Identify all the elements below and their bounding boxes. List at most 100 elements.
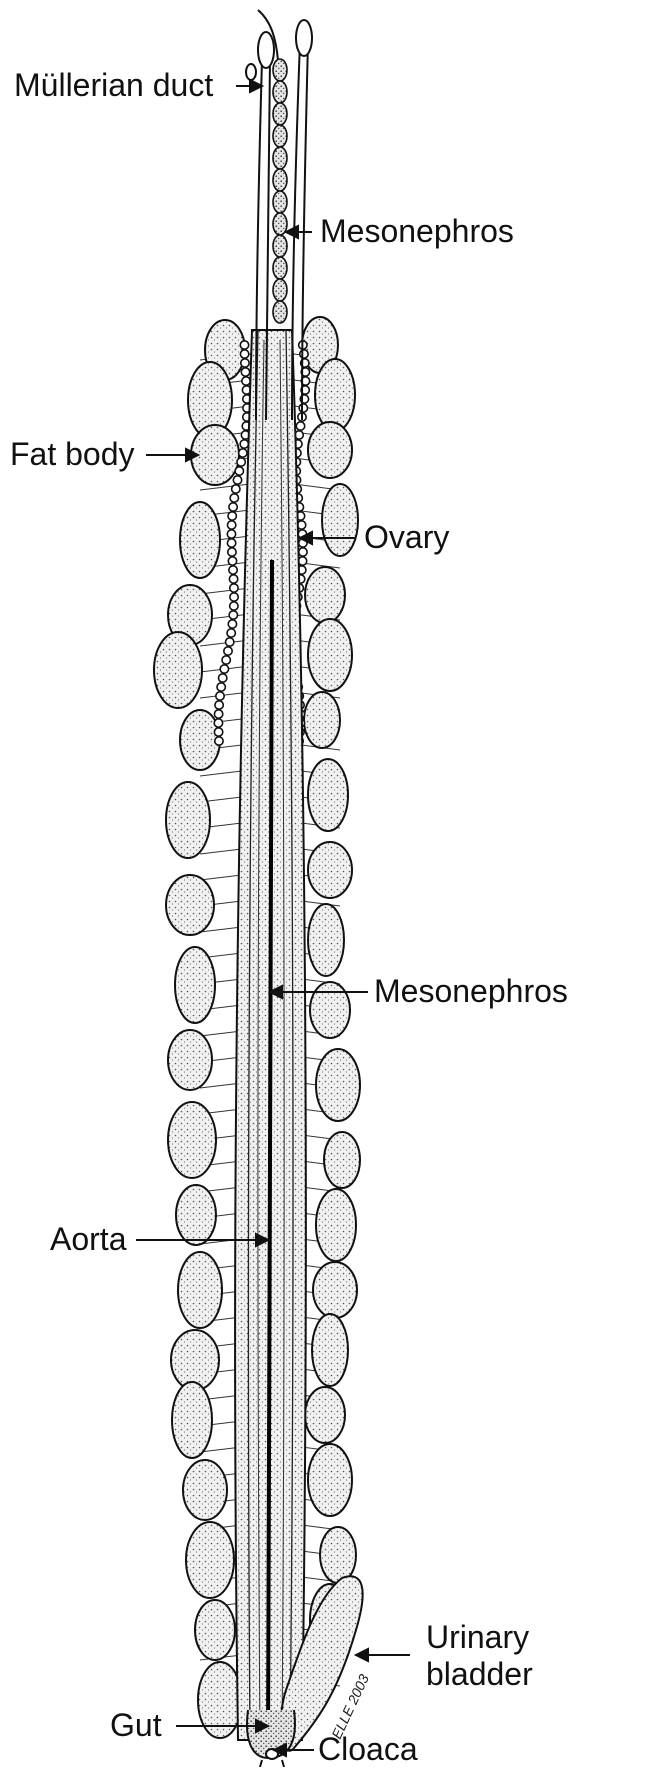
- ovary-follicle-left: [230, 593, 238, 601]
- fat-body-lobe-right: [308, 759, 348, 831]
- fat-body-lobe-right: [308, 842, 352, 898]
- fat-body-lobe-left: [186, 1522, 234, 1598]
- mesonephros-upper-chain: [273, 59, 287, 323]
- ovary-follicle-left: [239, 449, 247, 457]
- ovary-follicle-left: [230, 494, 238, 502]
- ovary-follicle-left: [227, 521, 235, 529]
- label-urinary-bladder-line2: bladder: [426, 1657, 533, 1692]
- fat-body-lobe-left: [175, 947, 215, 1023]
- fat-body-lobe-left: [166, 875, 214, 935]
- fat-body-lobe-right: [316, 1049, 360, 1121]
- fat-body-lobe-right: [315, 359, 355, 431]
- ovary-follicle-right: [296, 422, 304, 430]
- ovary-follicle-left: [237, 458, 245, 466]
- mesonephros-segment: [273, 257, 287, 279]
- fat-body-lobe-right: [313, 1262, 357, 1318]
- fat-body-lobe-right: [310, 982, 350, 1038]
- fat-body-lobe-right: [322, 484, 358, 556]
- ovary-follicle-left: [225, 638, 233, 646]
- label-aorta: Aorta: [50, 1222, 126, 1257]
- ovary-follicle-left: [228, 557, 236, 565]
- fat-body-lobe-left: [172, 1382, 212, 1458]
- fat-body-lobe-left: [183, 1460, 227, 1520]
- ovary-follicle-left: [241, 359, 249, 367]
- ovary-follicle-left: [227, 539, 235, 547]
- ovary-follicle-left: [218, 674, 226, 682]
- ovary-follicle-left: [240, 350, 248, 358]
- ovary-follicle-left: [240, 341, 248, 349]
- fat-body-lobe-right: [308, 1444, 352, 1516]
- fat-body-lobe-left: [176, 1185, 216, 1245]
- fat-body-lobe-right: [312, 1314, 348, 1386]
- ovary-follicle-left: [235, 467, 243, 475]
- ovary-follicle-left: [230, 584, 238, 592]
- fat-body-lobe-left: [180, 502, 220, 578]
- ovary-follicle-right: [299, 404, 307, 412]
- mesonephros-segment: [273, 169, 287, 191]
- fat-body-lobe-left: [168, 1102, 216, 1178]
- ovary-follicle-left: [240, 440, 248, 448]
- ovary-follicle-left: [214, 719, 222, 727]
- ovary-follicle-right: [300, 350, 308, 358]
- ovary-follicle-left: [227, 530, 235, 538]
- fat-body-lobe-right: [316, 1189, 356, 1261]
- label-fat-body: Fat body: [10, 437, 135, 472]
- ovary-follicle-left: [230, 602, 238, 610]
- ovary-follicle-left: [241, 368, 249, 376]
- ovary-follicle-left: [233, 476, 241, 484]
- mesonephros-segment: [273, 301, 287, 323]
- mesonephros-segment: [273, 103, 287, 125]
- ovary-follicle-left: [229, 503, 237, 511]
- fat-body-lobe-right: [304, 692, 340, 748]
- mesonephros-segment: [273, 59, 287, 81]
- label-cloaca: Cloaca: [318, 1732, 418, 1767]
- ovary-follicle-left: [215, 701, 223, 709]
- cloaca-gut: [247, 1710, 295, 1767]
- mesonephros-segment: [273, 147, 287, 169]
- ovary-follicle-left: [228, 548, 236, 556]
- mesonephros-segment: [273, 125, 287, 147]
- mesonephros-segment: [273, 81, 287, 103]
- ovary-follicle-left: [217, 683, 225, 691]
- ovary-follicle-left: [229, 575, 237, 583]
- mesonephros-segment: [273, 235, 287, 257]
- fat-body-lobe-right: [320, 1527, 356, 1583]
- mesonephros-segment: [273, 279, 287, 301]
- fat-body-lobe-left: [166, 782, 210, 858]
- ovary-follicle-left: [214, 728, 222, 736]
- fat-body-lobe-right: [308, 904, 344, 976]
- fat-body-lobe-left: [180, 710, 220, 770]
- fat-body-lobe-right: [305, 567, 345, 623]
- fat-body-lobe-left: [154, 632, 202, 708]
- ovary-follicle-left: [215, 737, 223, 745]
- ovary-follicle-left: [242, 377, 250, 385]
- fat-body-lobe-left: [178, 1252, 222, 1328]
- label-gut: Gut: [110, 1708, 162, 1743]
- ovary-follicle-left: [220, 665, 228, 673]
- label-mesonephros-lower: Mesonephros: [374, 974, 568, 1009]
- label-ovary: Ovary: [364, 520, 449, 555]
- ovary-follicle-left: [232, 485, 240, 493]
- ovary-follicle-right: [299, 548, 307, 556]
- ovary-follicle-left: [214, 710, 222, 718]
- ovary-follicle-left: [229, 566, 237, 574]
- ovary-follicle-left: [227, 629, 235, 637]
- ovary-follicle-left: [229, 611, 237, 619]
- ovary-follicle-left: [216, 692, 224, 700]
- label-mullerian-duct: Müllerian duct: [14, 68, 213, 103]
- fat-body-lobe-right: [324, 1132, 360, 1188]
- fat-body-lobe-left: [171, 1330, 219, 1390]
- ovary-follicle-left: [222, 656, 230, 664]
- ovary-follicle-left: [224, 647, 232, 655]
- fat-body-lobe-left: [168, 1030, 212, 1090]
- ovary-follicle-left: [228, 512, 236, 520]
- label-urinary-bladder-line1: Urinary: [426, 1620, 529, 1655]
- label-mesonephros-upper: Mesonephros: [320, 214, 514, 249]
- mesonephros-segment: [273, 191, 287, 213]
- fat-body-lobe-left: [195, 1600, 235, 1660]
- fat-body-lobe-right: [308, 422, 352, 478]
- ovary-follicle-left: [228, 620, 236, 628]
- fat-body-lobe-right: [305, 1387, 345, 1443]
